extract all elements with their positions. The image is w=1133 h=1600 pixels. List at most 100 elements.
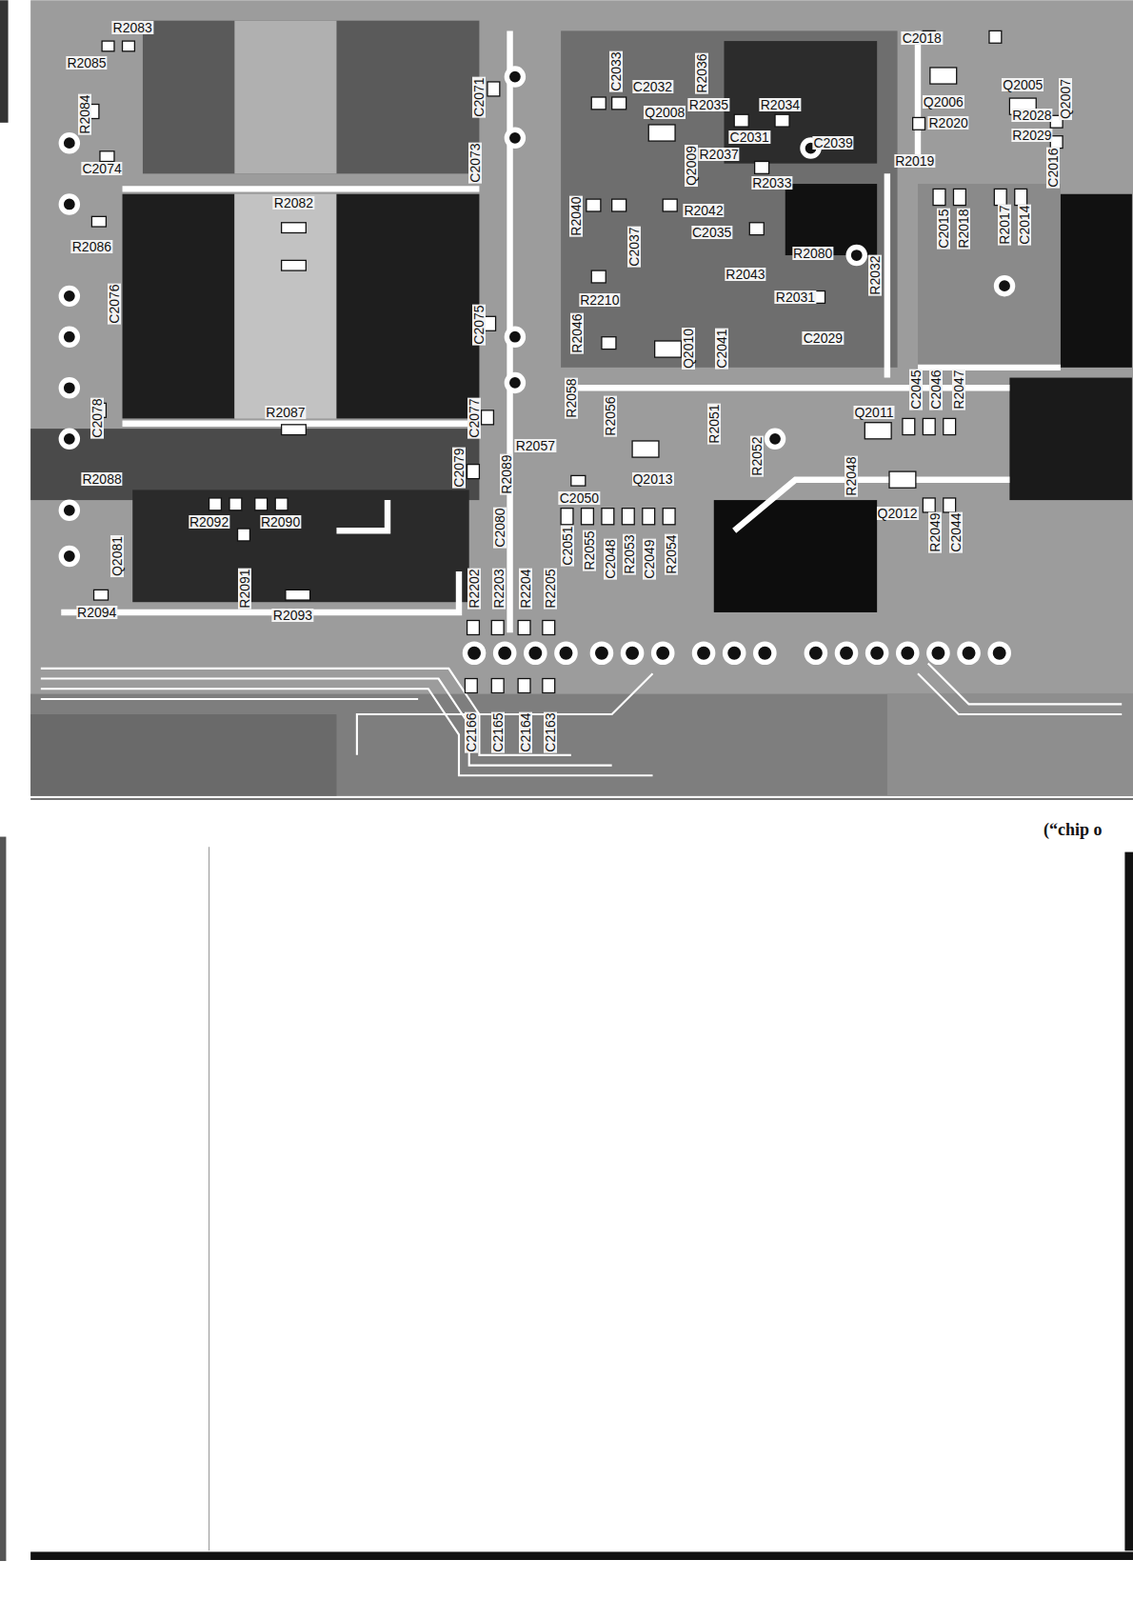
- part-label: R2094: [76, 605, 118, 619]
- part-label: C2080: [493, 506, 507, 548]
- bus-traces: [40, 662, 1122, 776]
- part-label: R2034: [759, 98, 801, 112]
- part-label: Q2081: [110, 535, 124, 577]
- part-label: C2075: [472, 303, 486, 345]
- part-label: R2032: [868, 255, 882, 297]
- column-rule: [208, 846, 210, 1551]
- part-label: R2091: [238, 567, 252, 609]
- frame-line: [30, 797, 1133, 800]
- part-label: C2165: [491, 711, 505, 753]
- part-label: Q2006: [922, 95, 965, 109]
- part-label: C2039: [812, 136, 854, 150]
- part-label: C2076: [107, 283, 121, 325]
- part-label: C2031: [729, 130, 771, 144]
- board-ground: [30, 0, 1133, 796]
- part-label: R2093: [272, 608, 314, 622]
- part-label: R2089: [499, 453, 514, 495]
- page-edge: [1124, 852, 1133, 1551]
- part-label: R2055: [582, 530, 597, 572]
- part-label: C2018: [901, 31, 943, 45]
- part-label: C2051: [560, 524, 575, 566]
- part-label: C2048: [603, 537, 617, 579]
- part-label: R2203: [492, 567, 506, 609]
- part-label: Q2012: [876, 506, 919, 520]
- part-label: R2083: [112, 20, 154, 35]
- part-label: R2084: [78, 93, 92, 135]
- part-label: R2018: [956, 207, 971, 249]
- part-label: R2048: [844, 456, 858, 497]
- part-label: C2041: [715, 328, 729, 370]
- part-label: C2014: [1017, 203, 1032, 245]
- part-label: C2049: [642, 537, 656, 579]
- part-label: C2163: [543, 711, 557, 753]
- part-label: R2056: [603, 395, 617, 437]
- part-label: R2046: [570, 313, 584, 355]
- part-label: C2015: [936, 207, 951, 249]
- part-label: R2080: [792, 246, 834, 260]
- part-label: R2051: [707, 402, 721, 444]
- part-label: C2029: [802, 331, 844, 345]
- part-label: C2032: [632, 79, 674, 94]
- part-label: R2019: [894, 154, 935, 168]
- part-label: R2204: [518, 567, 533, 609]
- part-label: R2202: [467, 567, 481, 609]
- chip-footprints: [86, 30, 1063, 693]
- part-label: C2045: [909, 369, 923, 411]
- part-label: R2090: [259, 515, 301, 529]
- part-label: Q2008: [643, 105, 686, 120]
- part-label: R2086: [71, 239, 113, 254]
- part-label: C2071: [472, 76, 486, 118]
- part-label: R2087: [264, 405, 306, 419]
- page-edge: [0, 836, 6, 1561]
- part-label: R2040: [569, 195, 583, 237]
- part-label: R2092: [188, 515, 230, 529]
- part-label: R2057: [515, 438, 557, 453]
- part-label: Q2007: [1058, 78, 1073, 120]
- bottom-rule: [30, 1550, 1133, 1560]
- part-label: R2017: [997, 203, 1012, 245]
- part-label: C2077: [467, 397, 481, 439]
- pads: [60, 68, 1013, 662]
- part-label: R2054: [664, 533, 678, 575]
- part-label: R2020: [927, 116, 969, 130]
- part-label: R2058: [564, 377, 578, 418]
- part-label: R2205: [543, 567, 557, 609]
- part-label: R2049: [928, 511, 942, 553]
- part-label: R2037: [697, 147, 739, 161]
- part-label: C2164: [518, 711, 533, 753]
- part-label: Q2011: [853, 405, 895, 419]
- part-label: C2166: [464, 711, 478, 753]
- copper-areas: [30, 20, 1133, 796]
- part-label: R2047: [952, 369, 966, 411]
- part-label: R2042: [682, 203, 724, 218]
- part-label: R2029: [1011, 128, 1053, 142]
- part-label: C2035: [691, 225, 733, 239]
- part-label: R2033: [751, 176, 793, 190]
- part-label: R2028: [1011, 108, 1053, 122]
- part-label: Q2010: [681, 327, 696, 370]
- part-label: C2044: [949, 511, 963, 553]
- part-label: C2033: [609, 50, 623, 92]
- page-edge: [0, 0, 9, 123]
- part-label: Q2005: [1001, 78, 1044, 92]
- part-label: R2031: [775, 290, 816, 304]
- part-label: C2074: [80, 161, 122, 176]
- part-label: Q2009: [684, 143, 698, 186]
- part-label: C2073: [468, 142, 482, 184]
- part-label: C2078: [90, 397, 104, 439]
- traces: [60, 30, 1061, 633]
- part-label: C2037: [627, 226, 641, 268]
- caption-note: (“chip o: [1043, 818, 1103, 839]
- part-label: R2210: [578, 293, 620, 307]
- part-label: C2016: [1046, 146, 1060, 188]
- part-label: R2088: [80, 472, 122, 486]
- part-label: R2085: [65, 56, 107, 70]
- part-label: C2079: [452, 446, 466, 488]
- part-label: R2053: [622, 533, 637, 575]
- part-label: R2052: [750, 435, 764, 477]
- part-label: R2082: [273, 196, 315, 210]
- part-label: C2046: [929, 369, 943, 411]
- part-label: R2036: [695, 52, 709, 94]
- part-label: R2043: [724, 267, 766, 281]
- part-label: R2035: [688, 98, 730, 112]
